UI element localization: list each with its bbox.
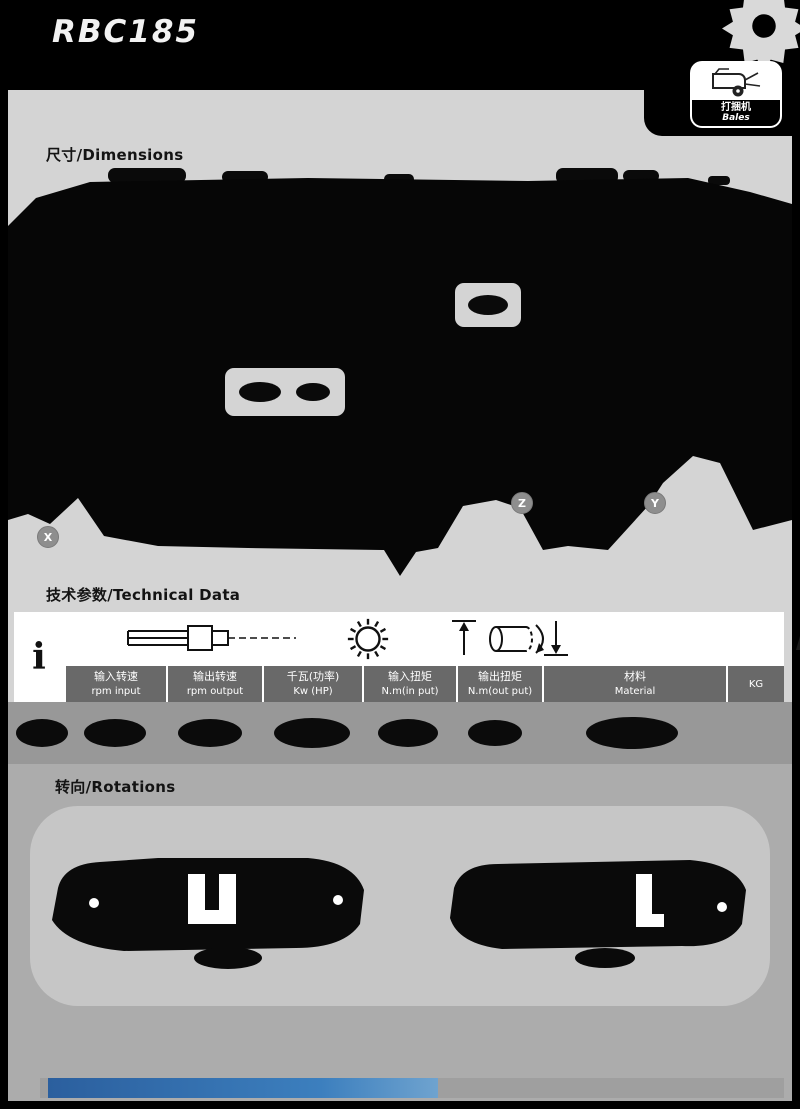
footer-accent-bar: [48, 1078, 438, 1098]
column-header-rpm-output: 输出转速 rpm output: [168, 666, 262, 702]
table-values-band: [8, 702, 792, 764]
info-symbol: i: [14, 612, 64, 702]
section-title-rotations: 转向/Rotations: [55, 778, 176, 796]
baler-icon: [692, 63, 780, 100]
axis-label-x: X: [37, 526, 59, 548]
torque-arrows-icon: [452, 620, 568, 656]
column-header-torque-out: 输出扭矩 N.m(out put): [458, 666, 542, 702]
dimension-windows: [225, 283, 521, 416]
spline-shaft-icon: [127, 625, 296, 651]
sun-power-icon: [347, 618, 389, 660]
column-header-power: 千瓦(功率) Kw (HP): [264, 666, 362, 702]
technical-data-table: i: [14, 612, 800, 702]
badge-label-en: Bales: [722, 112, 750, 123]
column-header-rpm-input: 输入转速 rpm input: [66, 666, 166, 702]
content: 尺寸/Dimensions X Z: [8, 90, 800, 1101]
table-icon-row: [66, 612, 800, 664]
column-header-torque-in: 输入扭矩 N.m(in put): [364, 666, 456, 702]
header: RBC185: [0, 0, 800, 90]
dimensions-drawing: [8, 168, 792, 576]
column-header-material: 材料 Material: [544, 666, 726, 702]
column-header-weight: KG: [728, 666, 784, 702]
badge-label-cn: 打捆机: [721, 102, 751, 114]
rotation-diagram-right: [450, 860, 746, 968]
machine-silhouette: [8, 178, 792, 576]
machine-type-badge: 打捆机 Bales: [692, 63, 780, 126]
page-title: RBC185: [52, 14, 199, 50]
gear-icon: [722, 0, 800, 68]
rotation-diagram-left: [52, 858, 364, 969]
weight-icon: [796, 636, 800, 650]
section-title-technical: 技术参数/Technical Data: [46, 586, 241, 604]
footer-strip: [40, 1078, 784, 1098]
axis-label-y: Y: [644, 492, 666, 514]
redacted-value-blobs: [16, 717, 678, 749]
badge-label: 打捆机 Bales: [692, 100, 780, 126]
section-title-dimensions: 尺寸/Dimensions: [46, 146, 184, 164]
axis-label-z: Z: [511, 492, 533, 514]
